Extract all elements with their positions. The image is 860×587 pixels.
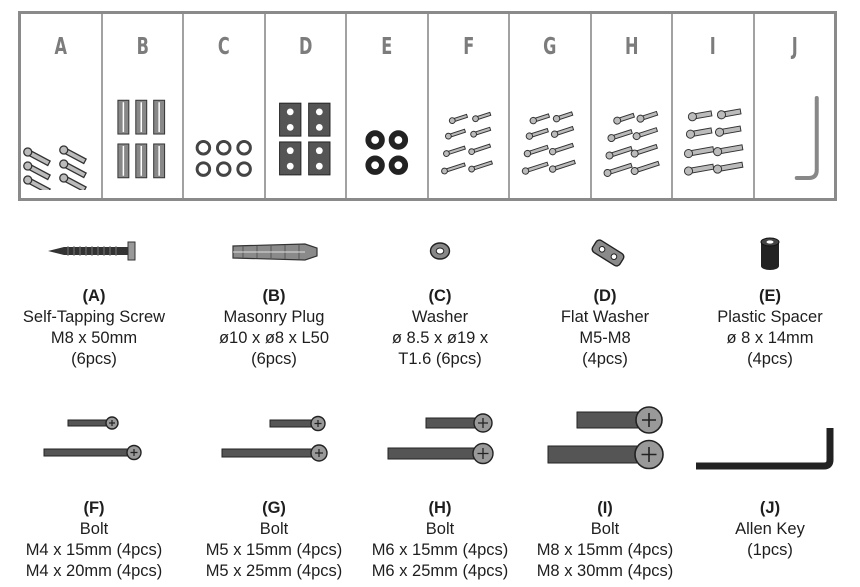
tray-letter-h: H <box>624 34 639 60</box>
bolt-m4-icon <box>40 410 150 470</box>
tray-letter-i: I <box>709 34 716 60</box>
part-name: Bolt <box>425 520 455 538</box>
tray-compartment-e: E <box>347 14 429 198</box>
part-spec: M6 x 15mm (4pcs) <box>371 541 509 559</box>
part-label-b: (B) Masonry Plug ø10 x ø8 x L50 (6pcs) <box>174 286 374 370</box>
part-code: (G) <box>262 499 286 517</box>
tray-compartment-j: J <box>755 14 835 198</box>
self-tapping-screw-icon <box>46 240 138 262</box>
tray-compartment-d: D <box>266 14 347 198</box>
part-code: (D) <box>593 287 617 305</box>
part-name: Plastic Spacer <box>717 308 823 326</box>
part-spec: M5 x 25mm (4pcs) <box>205 562 343 580</box>
part-label-e: (E) Plastic Spacer ø 8 x 14mm (4pcs) <box>670 286 860 370</box>
part-spec: M5 x 15mm (4pcs) <box>205 541 343 559</box>
part-name: Allen Key <box>735 520 805 538</box>
part-name: Bolt <box>79 520 109 538</box>
tray-bolts-m5-icon <box>510 90 590 190</box>
part-spec: ø10 x ø8 x L50 <box>218 329 330 347</box>
part-label-g: (G) Bolt M5 x 15mm (4pcs) M5 x 25mm (4pc… <box>174 498 374 582</box>
part-spec: ø 8.5 x ø19 x <box>391 329 489 347</box>
part-label-c: (C) Washer ø 8.5 x ø19 x T1.6 (6pcs) <box>340 286 540 370</box>
bolt-m5-icon <box>218 410 330 470</box>
part-name: Bolt <box>590 520 620 538</box>
tray-letter-e: E <box>381 34 393 60</box>
tray-compartment-i: I <box>673 14 755 198</box>
part-code: (H) <box>428 499 452 517</box>
allen-key-icon <box>696 428 840 484</box>
tray-letter-c: C <box>217 34 230 60</box>
tray-letter-j: J <box>791 34 798 60</box>
tray-letter-f: F <box>462 34 474 60</box>
tray-letter-d: D <box>298 34 312 60</box>
flat-washer-icon <box>588 236 628 270</box>
part-name: Self-Tapping Screw <box>22 308 166 326</box>
part-spec: M6 x 25mm (4pcs) <box>371 562 509 580</box>
tray-compartment-c: C <box>184 14 266 198</box>
tray-bolts-m8-icon <box>673 90 753 190</box>
plastic-spacer-icon <box>759 237 781 271</box>
part-label-i: (I) Bolt M8 x 15mm (4pcs) M8 x 30mm (4pc… <box>505 498 705 582</box>
part-label-a: (A) Self-Tapping Screw M8 x 50mm (6pcs) <box>0 286 194 370</box>
part-name: Masonry Plug <box>223 308 325 326</box>
tray-compartment-g: G <box>510 14 592 198</box>
part-label-j: (J) Allen Key (1pcs) <box>670 498 860 561</box>
part-spec: M8 x 30mm (4pcs) <box>536 562 674 580</box>
part-code: (J) <box>759 499 781 517</box>
part-code: (C) <box>428 287 452 305</box>
part-code: (I) <box>597 499 613 517</box>
part-spec: M5-M8 <box>579 329 631 347</box>
part-spec: M4 x 15mm (4pcs) <box>25 541 163 559</box>
tray-compartment-h: H <box>592 14 673 198</box>
tray-allen-key-icon <box>755 90 835 190</box>
tray-washers-icon <box>184 90 264 190</box>
part-spec: M8 x 50mm <box>50 329 138 347</box>
bolt-m8-icon <box>545 400 667 480</box>
tray-screws-icon <box>21 90 101 190</box>
part-name: Washer <box>411 308 469 326</box>
tray-letter-b: B <box>136 34 149 60</box>
tray-bolts-m4-icon <box>429 90 509 190</box>
part-code: (A) <box>82 287 106 305</box>
part-quantity: (1pcs) <box>747 541 793 559</box>
part-quantity: T1.6 (6pcs) <box>398 350 482 368</box>
part-label-f: (F) Bolt M4 x 15mm (4pcs) M4 x 20mm (4pc… <box>0 498 194 582</box>
part-quantity: (6pcs) <box>71 350 117 368</box>
masonry-plug-icon <box>229 238 321 266</box>
part-label-d: (D) Flat Washer M5-M8 (4pcs) <box>505 286 705 370</box>
part-spec: M8 x 15mm (4pcs) <box>536 541 674 559</box>
tray-bolts-m6-icon <box>592 90 672 190</box>
part-quantity: (4pcs) <box>747 350 793 368</box>
tray-letter-g: G <box>543 34 557 60</box>
tray-flat-washers-icon <box>266 90 346 190</box>
bolt-m6-icon <box>384 408 496 474</box>
part-code: (B) <box>262 287 286 305</box>
tray-spacers-icon <box>347 90 427 190</box>
tray-plugs-icon <box>103 90 183 190</box>
washer-icon <box>428 240 452 262</box>
tray-compartment-a: A <box>21 14 103 198</box>
part-spec: M4 x 20mm (4pcs) <box>25 562 163 580</box>
part-code: (F) <box>83 499 105 517</box>
part-quantity: (4pcs) <box>582 350 628 368</box>
tray-compartment-b: B <box>103 14 184 198</box>
part-code: (E) <box>759 287 781 305</box>
tray-compartment-f: F <box>429 14 510 198</box>
tray-letter-a: A <box>54 34 67 60</box>
part-name: Bolt <box>259 520 289 538</box>
hardware-tray: A B <box>18 11 837 201</box>
part-name: Flat Washer <box>560 308 650 326</box>
part-spec: ø 8 x 14mm <box>726 329 814 347</box>
part-label-h: (H) Bolt M6 x 15mm (4pcs) M6 x 25mm (4pc… <box>340 498 540 582</box>
part-quantity: (6pcs) <box>251 350 297 368</box>
